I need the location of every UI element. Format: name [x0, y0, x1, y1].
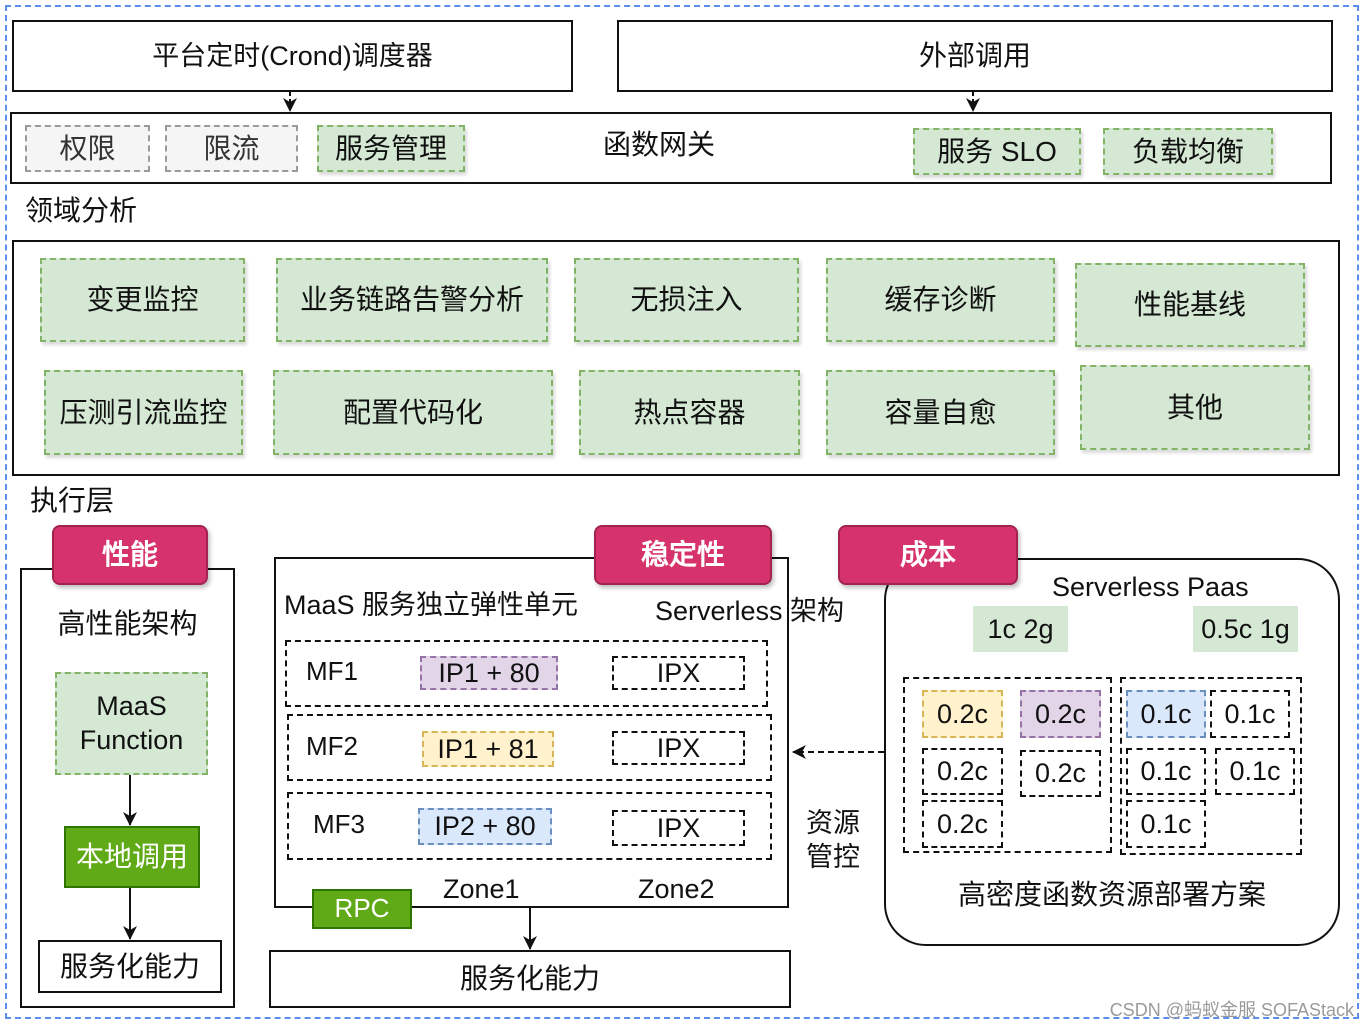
performance-title: 高性能架构	[57, 608, 198, 639]
gateway-item-service-slo: 服务 SLO	[913, 128, 1081, 175]
domain-item: 压测引流监控	[44, 370, 243, 455]
stability-title: MaaS 服务独立弹性单元	[284, 590, 579, 620]
resource-unit: 0.1c	[1126, 690, 1206, 738]
resource-unit: 0.2c	[1020, 750, 1101, 797]
mf-row: MF2 IP1 + 81 IPX	[287, 714, 772, 781]
mf-row: MF3 IP2 + 80 IPX	[287, 792, 772, 860]
resource-unit: 0.1c	[1126, 800, 1206, 848]
maas-function-box: MaaS Function	[55, 672, 208, 775]
domain-item: 无损注入	[574, 258, 799, 342]
gateway-item-rate-limit: 限流	[165, 125, 298, 172]
spec-box: 0.5c 1g	[1193, 606, 1298, 652]
gateway-item-permission: 权限	[25, 125, 150, 172]
performance-capability-box: 服务化能力	[38, 940, 222, 993]
mf-name: MF1	[306, 656, 358, 686]
mf-name: MF2	[306, 731, 358, 761]
stability-subtitle: Serverless 架构	[655, 596, 845, 626]
resource-unit: 0.2c	[922, 800, 1003, 848]
stability-capability-box: 服务化能力	[269, 950, 791, 1008]
mf-row: MF1 IP1 + 80 IPX	[285, 640, 768, 707]
cost-caption: 高密度函数资源部署方案	[958, 879, 1267, 910]
gateway-title: 函数网关	[603, 129, 716, 160]
unit-group-right: 0.1c 0.1c 0.1c 0.1c 0.1c	[1120, 677, 1302, 855]
rpc-box: RPC	[312, 889, 412, 929]
domain-item: 热点容器	[579, 370, 800, 455]
domain-item: 容量自愈	[826, 370, 1055, 455]
mf-ipx: IPX	[612, 810, 745, 846]
resource-unit: 0.2c	[1020, 690, 1101, 738]
zone2-label: Zone2	[638, 874, 715, 904]
mf-ip: IP2 + 80	[418, 808, 552, 845]
mf-ip: IP1 + 81	[422, 731, 554, 767]
domain-item: 其他	[1080, 365, 1310, 450]
gateway-item-service-management: 服务管理	[317, 125, 465, 172]
local-call-box: 本地调用	[64, 826, 200, 888]
scheduler-box: 平台定时(Crond)调度器	[12, 20, 573, 92]
execution-label: 执行层	[30, 485, 115, 516]
watermark: CSDN @蚂蚁金服 SOFAStack	[1109, 1000, 1354, 1020]
unit-group-left: 0.2c 0.2c 0.2c 0.2c 0.2c	[903, 677, 1112, 853]
zone1-label: Zone1	[443, 874, 520, 904]
stability-tab: 稳定性	[594, 525, 772, 585]
gateway-item-load-balance: 负载均衡	[1103, 128, 1273, 175]
resource-control-label: 资源管控	[806, 808, 860, 872]
performance-tab: 性能	[52, 525, 208, 585]
spec-box: 1c 2g	[973, 606, 1068, 652]
resource-unit: 0.2c	[922, 748, 1003, 795]
cost-tab: 成本	[838, 525, 1018, 585]
resource-unit: 0.2c	[922, 690, 1003, 738]
domain-item: 业务链路告警分析	[276, 258, 548, 342]
domain-item: 性能基线	[1075, 263, 1305, 347]
domain-item: 变更监控	[40, 258, 245, 342]
domain-item: 缓存诊断	[826, 258, 1055, 342]
external-call-box: 外部调用	[617, 20, 1333, 92]
mf-ipx: IPX	[612, 731, 745, 765]
domain-item: 配置代码化	[273, 370, 553, 455]
outer-frame	[5, 5, 1359, 1019]
cost-title: Serverless Paas	[1052, 572, 1249, 602]
mf-name: MF3	[313, 809, 365, 839]
resource-unit: 0.1c	[1215, 748, 1295, 795]
resource-unit: 0.1c	[1126, 748, 1206, 795]
mf-ipx: IPX	[612, 656, 745, 690]
resource-unit: 0.1c	[1210, 690, 1290, 738]
mf-ip: IP1 + 80	[420, 656, 558, 690]
domain-label: 领域分析	[25, 195, 138, 226]
